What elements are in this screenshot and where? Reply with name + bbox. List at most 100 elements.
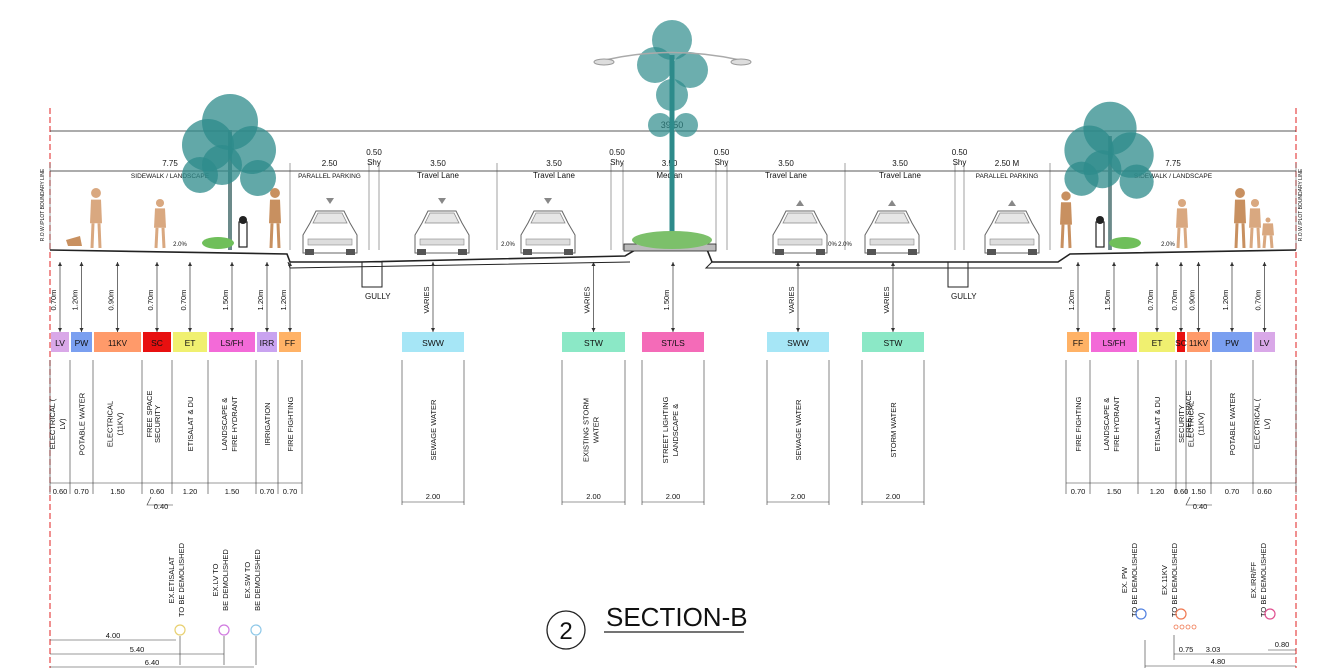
utility-description: LANDSCAPE & (671, 404, 680, 457)
zone-label: Travel Lane (417, 171, 460, 180)
utility-description: ELECTRICAL ( (48, 398, 57, 449)
zone-width-value: 3.50 (778, 159, 794, 168)
car-4 (772, 210, 828, 255)
utility-code: STW (584, 338, 603, 348)
utility-width: 2.00 (791, 492, 806, 501)
fire-hydrant-right (1095, 221, 1105, 248)
gully-left (361, 261, 383, 288)
tree-canopy (202, 145, 242, 185)
pedestrian-left (90, 188, 102, 249)
existing-utility-marker (218, 624, 230, 636)
street-light-arm (604, 51, 741, 61)
slope-label: 2.0% (501, 242, 515, 248)
utility-code: FF (1073, 338, 1083, 348)
existing-11kv-duct (1173, 624, 1179, 630)
car-bumper (525, 238, 571, 246)
median-tree-canopy (674, 113, 698, 137)
utility-box-IRR (257, 332, 277, 352)
traffic-direction-arrow (544, 198, 552, 204)
pavement-bottom (287, 261, 1062, 269)
shrub-left (202, 237, 234, 249)
person-leg (90, 223, 95, 249)
person-head (1177, 198, 1187, 208)
utility-box-11KV (1187, 332, 1210, 352)
utility-description: FIRE HYDRANT (230, 396, 239, 452)
zone-label: Shy (953, 158, 967, 167)
zone-width-value: 7.75 (1165, 159, 1181, 168)
utility-box-LS/FH (209, 332, 255, 352)
utility-box-STW (562, 332, 625, 352)
zone-label: SIDEWALK / LANDSCAPE (131, 173, 210, 180)
utility-depth-value: VARIES (422, 287, 431, 314)
utility-depth-value: 1.50m (662, 290, 671, 311)
person-leg (1183, 227, 1188, 249)
utility-depth-value: 0.90m (1188, 290, 1197, 311)
utility-width: 2.00 (666, 492, 681, 501)
utility-depth-value: 1.50m (1103, 290, 1112, 311)
utility-depth-value: 0.70m (1170, 290, 1179, 311)
utility-box-SC (143, 332, 171, 352)
zone-width-value: 0.50 (714, 148, 730, 157)
car-wheel (564, 249, 573, 255)
gully-label: GULLY (951, 292, 977, 301)
utility-width: 0.70 (1225, 487, 1240, 496)
utility-description: ELECTRICAL (1187, 401, 1196, 447)
existing-utility-label: EX.LV TO (211, 563, 220, 596)
utility-description: ELECTRICAL ( (1253, 398, 1262, 449)
utility-depth-value: 1.20m (256, 290, 265, 311)
utility-description: STORM WATER (889, 402, 898, 458)
utility-box-SWW (767, 332, 829, 352)
tree-canopy (240, 160, 276, 196)
car-wheel (775, 249, 784, 255)
utility-description: LV) (58, 418, 67, 430)
utility-width: 2.00 (886, 492, 901, 501)
car-wheel (305, 249, 314, 255)
car-wheel (458, 249, 467, 255)
utility-code: FF (285, 338, 295, 348)
person-body (1262, 223, 1274, 236)
existing-utility-marker (250, 624, 262, 636)
utility-code: LV (1260, 338, 1270, 348)
existing-offset-value: 0.80 (1275, 640, 1290, 649)
utility-code: STW (884, 338, 903, 348)
utility-depth-value: 1.20m (1067, 290, 1076, 311)
fire-hydrant-cap (1096, 216, 1104, 224)
utility-depth-value: 0.70m (49, 290, 58, 311)
person-leg (1249, 227, 1254, 249)
existing-offset-value: 5.40 (130, 645, 145, 654)
gully-right (947, 261, 969, 288)
existing-utility-label: TO BE DEMOLISHED (177, 542, 186, 617)
section-number-circle (546, 610, 586, 650)
median-tree-canopy (656, 79, 688, 111)
zone-label: Shy (367, 158, 381, 167)
utility-description: ETISALAT & DU (186, 397, 195, 452)
utility-code: 11KV (108, 339, 128, 348)
person-leg (1241, 223, 1246, 249)
utility-code: ET (185, 338, 196, 348)
tree-left (182, 94, 276, 250)
utility-width: 2.00 (426, 492, 441, 501)
fire-hydrant-cap (239, 216, 247, 224)
utility-box-ET (173, 332, 207, 352)
zone-label: PARALLEL PARKING (976, 173, 1039, 180)
existing-utility-marker (1175, 608, 1187, 620)
utility-box-SWW (402, 332, 464, 352)
zone-width-value: 2.50 M (995, 159, 1020, 168)
street-light-lamp-left (593, 58, 615, 66)
utility-description: FIRE FIGHTING (1074, 396, 1083, 451)
utility-depth-value: 1.50m (221, 290, 230, 311)
utility-code: LS/FH (221, 339, 244, 348)
existing-utility-label: BE DEMOLISHED (253, 549, 262, 611)
person-head (91, 188, 101, 198)
utility-description: SEWAGE WATER (429, 399, 438, 461)
tree-canopy (1083, 101, 1137, 155)
section-title: 2 SECTION-B (546, 602, 748, 650)
child-right (1262, 217, 1274, 249)
existing-utility-label: EX.SW TO (243, 562, 252, 599)
tree-canopy (202, 94, 258, 150)
car-windshield (994, 212, 1030, 224)
median-tree-canopy (672, 52, 708, 88)
